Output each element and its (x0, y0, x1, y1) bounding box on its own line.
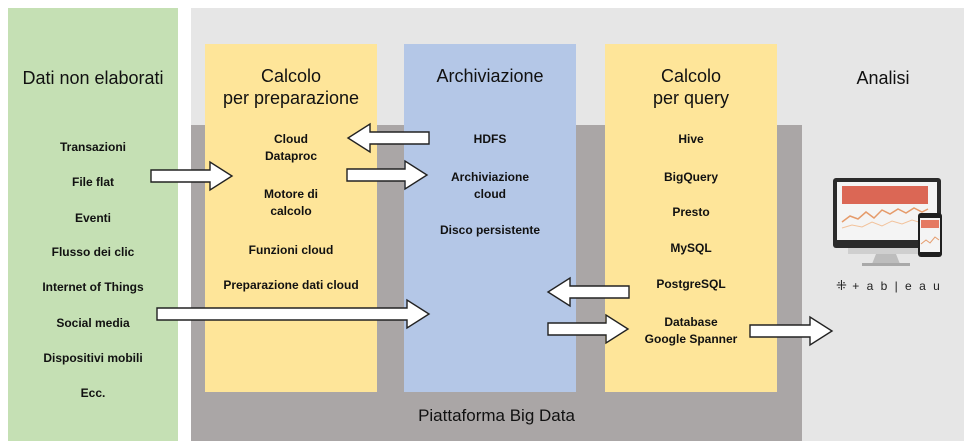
prep-title-line2: per preparazione (222, 88, 360, 108)
query-title-line2: per query (652, 88, 730, 108)
storage-item-line: cloud (474, 187, 506, 201)
raw-item: Flusso dei clic (51, 245, 135, 259)
arrow-right (156, 298, 431, 330)
prep-item: Funzioni cloud (248, 243, 334, 257)
prep-compute-column: Calcolo per preparazione Cloud Dataproc … (205, 44, 377, 392)
raw-data-column: Dati non elaborati Transazioni File flat… (8, 8, 178, 441)
arrow-right (150, 160, 234, 192)
query-item: Hive (678, 132, 704, 146)
query-compute-column: Calcolo per query Hive BigQuery Presto M… (605, 44, 777, 392)
arrow-right (749, 315, 834, 347)
query-item-line: Database (664, 315, 718, 329)
prep-item: Motore di calcolo (205, 186, 377, 220)
platform-title: Piattaforma Big Data (418, 406, 575, 425)
arrow-right (346, 159, 429, 191)
query-item: Presto (672, 205, 710, 219)
raw-item: Transazioni (59, 140, 127, 154)
raw-item: Dispositivi mobili (43, 351, 143, 365)
raw-item: File flat (71, 175, 114, 189)
arrow-left (546, 276, 630, 308)
analysis-title: Analisi (856, 68, 910, 88)
raw-item: Internet of Things (42, 280, 144, 294)
tableau-logo: ⁜ + a b | e a u (836, 278, 942, 294)
prep-item-line: Dataproc (264, 149, 317, 163)
prep-item: Preparazione dati cloud (223, 278, 359, 292)
storage-item-line: Archiviazione (450, 170, 530, 184)
query-item: BigQuery (663, 170, 718, 184)
storage-item: Disco persistente (439, 223, 541, 237)
arrow-right (547, 313, 630, 345)
prep-title-line1: Calcolo (260, 66, 322, 86)
storage-item: HDFS (473, 132, 507, 146)
analytics-dashboard-illustration (833, 178, 942, 266)
raw-data-panel (8, 8, 178, 441)
analysis-column: Analisi (802, 8, 964, 441)
raw-data-title: Dati non elaborati (22, 68, 164, 88)
raw-item: Social media (56, 316, 130, 330)
query-item: MySQL (670, 241, 712, 255)
tableau-plus-icon: ⁜ (836, 278, 847, 293)
arrow-left (346, 122, 430, 154)
raw-item: Ecc. (80, 386, 106, 400)
prep-item-line: Cloud (274, 132, 308, 146)
tableau-logo-text: + a b | e a u (852, 279, 942, 293)
query-item: Database Google Spanner (605, 314, 777, 348)
raw-item: Eventi (74, 211, 111, 225)
prep-item: Cloud Dataproc (205, 131, 377, 165)
query-item-line: Google Spanner (644, 332, 738, 346)
query-item: PostgreSQL (656, 277, 726, 291)
query-title-line1: Calcolo (660, 66, 722, 86)
storage-title: Archiviazione (436, 66, 544, 86)
storage-item: Archiviazione cloud (404, 169, 576, 203)
prep-item-line: calcolo (270, 204, 312, 218)
prep-item-line: Motore di (264, 187, 318, 201)
